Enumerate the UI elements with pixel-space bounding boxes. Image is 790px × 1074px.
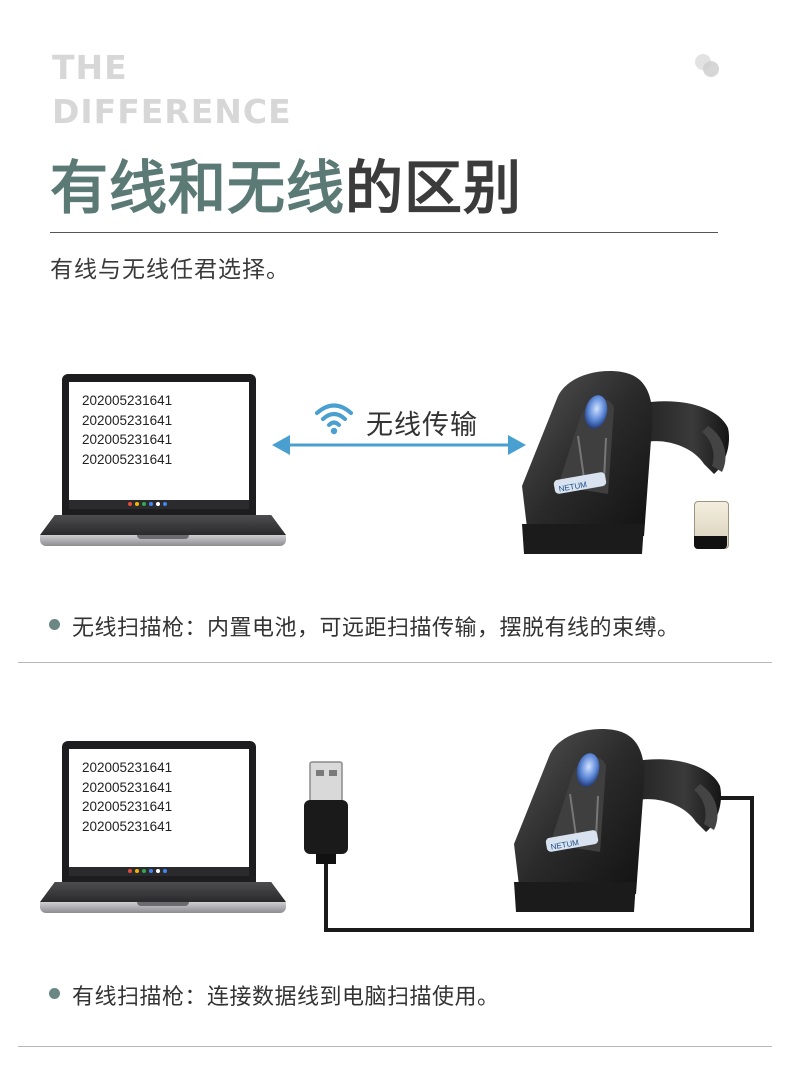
screen-code: 202005231641 (82, 412, 173, 428)
section-divider (18, 662, 772, 663)
usb-cable (304, 761, 754, 932)
wired-caption: 有线扫描枪：连接数据线到电脑扫描使用。 (72, 985, 500, 1010)
title-rest: 的区别 (345, 154, 523, 222)
screen-code-list: 202005231641 202005231641 202005231641 2… (82, 758, 172, 836)
laptop-keyboard-deck (40, 515, 286, 535)
title-accent: 有线和无线 (50, 154, 346, 222)
screen-code: 202005231641 (82, 393, 173, 408)
bullet-dot (49, 988, 60, 999)
laptop-screen (69, 749, 249, 875)
page-title: 有线和无线的区别 (50, 150, 522, 226)
wireless-caption: 无线扫描枪：内置电池，可远距扫描传输，摆脱有线的束缚。 (72, 616, 680, 641)
decorative-dots-icon (695, 54, 719, 77)
screen-code: 202005231641 (82, 779, 173, 795)
bullet-dot (49, 619, 60, 630)
screen-code: 202005231641 (82, 432, 173, 447)
screen-code: 202005231641 (82, 760, 173, 775)
section-divider (18, 1046, 772, 1047)
laptop-base (40, 902, 286, 913)
eyebrow-line-2: DIFFERENCE (52, 92, 292, 131)
usb-plug-icon (304, 761, 348, 864)
wired-barcode-scanner: NETUM (514, 729, 722, 912)
screen-code: 202005231641 (82, 451, 173, 467)
usb-receiver-dongle (694, 501, 729, 549)
screen-code-list: 202005231641 202005231641 202005231641 2… (82, 391, 172, 469)
screen-code: 202005231641 (82, 818, 173, 834)
title-divider (50, 232, 718, 233)
wireless-laptop: 202005231641 202005231641 202005231641 2… (40, 374, 286, 554)
eyebrow-line-1: THE (52, 48, 128, 87)
wired-laptop: 202005231641 202005231641 202005231641 2… (40, 741, 286, 921)
double-arrow-icon (272, 435, 526, 455)
laptop-base (40, 535, 286, 546)
laptop-keyboard-deck (40, 882, 286, 902)
subtitle: 有线与无线任君选择。 (50, 257, 290, 283)
wireless-barcode-scanner: NETUM (522, 371, 730, 554)
screen-code: 202005231641 (82, 799, 173, 814)
wireless-link-label: 无线传输 (366, 410, 478, 441)
wifi-icon (315, 403, 353, 435)
laptop-screen (69, 382, 249, 508)
eyebrow-heading: THE DIFFERENCE (52, 46, 292, 134)
